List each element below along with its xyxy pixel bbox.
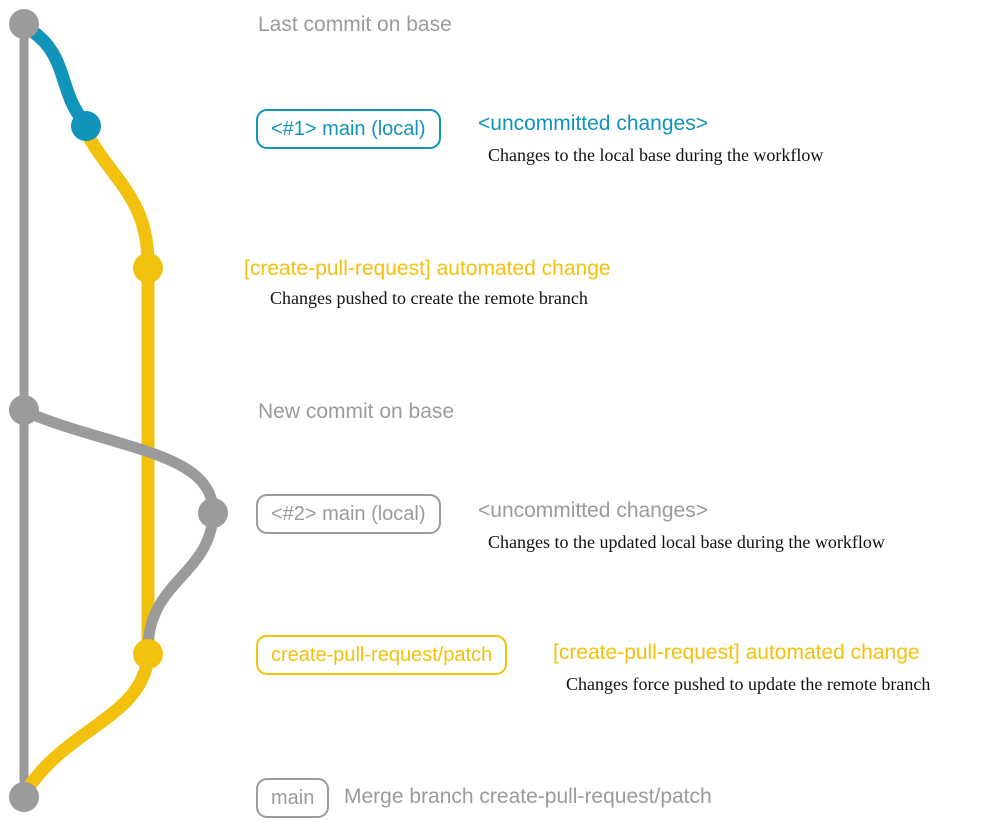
cpr-commit-1-subtitle: Changes pushed to create the remote bran… — [270, 288, 588, 308]
branch-badge-main-local-2: <#2> main (local) — [256, 494, 441, 534]
local-main-1-branch-edge — [17, 19, 91, 129]
local-main-2-to-patch-edge — [142, 512, 219, 654]
commit-node-cpr-1 — [133, 253, 163, 283]
commit-node-main-local-2 — [198, 498, 228, 528]
local-main-2-branch-edge — [20, 406, 219, 517]
cpr-merge-edge — [20, 649, 155, 797]
branch-badge-main: main — [256, 778, 330, 818]
branch-badge-cpr-patch: create-pull-request/patch — [256, 635, 508, 675]
commit-node-last-base — [9, 9, 39, 39]
uncommitted-changes-2-subtitle: Changes to the updated local base during… — [488, 532, 885, 552]
cpr-commit-1-title: [create-pull-request] automated change — [244, 257, 611, 280]
uncommitted-changes-2-title: <uncommitted changes> — [478, 499, 708, 522]
commit-node-main-local-1 — [71, 111, 101, 141]
cpr-commit-2-title: [create-pull-request] automated change — [553, 641, 920, 664]
new-commit-label: New commit on base — [258, 400, 455, 423]
commit-node-cpr-2 — [133, 639, 163, 669]
commit-node-new-base — [9, 395, 39, 425]
last-commit-label: Last commit on base — [258, 13, 452, 36]
commit-node-merge — [9, 782, 39, 812]
merge-commit-title: Merge branch create-pull-request/patch — [344, 785, 712, 808]
branch-badge-main-local-1: <#1> main (local) — [256, 109, 441, 149]
cpr-branch-edge-1 — [79, 125, 155, 271]
uncommitted-changes-1-title: <uncommitted changes> — [478, 112, 708, 135]
cpr-commit-2-subtitle: Changes force pushed to update the remot… — [566, 674, 931, 694]
uncommitted-changes-1-subtitle: Changes to the local base during the wor… — [488, 145, 824, 165]
